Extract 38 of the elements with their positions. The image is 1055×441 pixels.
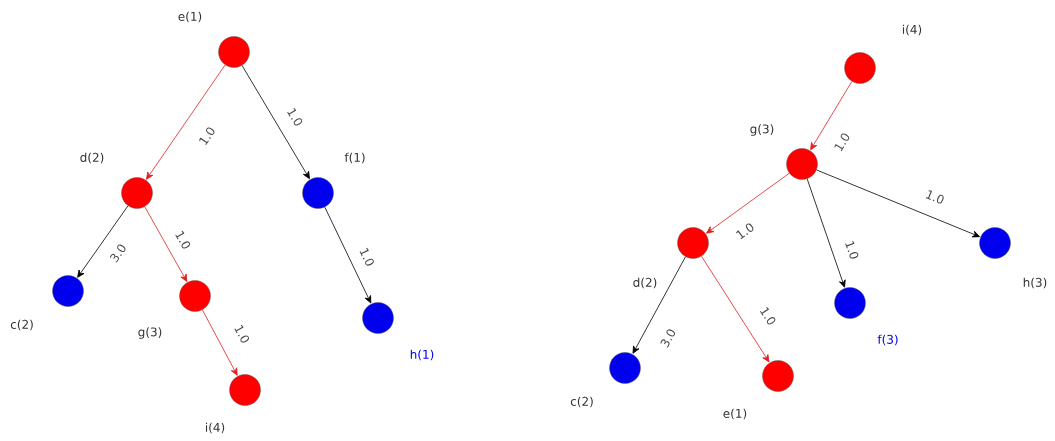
edge-label: 3.0 <box>660 329 676 348</box>
node-label: c(2) <box>10 319 33 331</box>
arrow <box>706 172 790 234</box>
edge-label: 1.0 <box>845 240 859 259</box>
edge-label: 1.0 <box>287 107 303 126</box>
arrow <box>146 64 226 180</box>
arrow <box>324 206 372 304</box>
arrow <box>806 178 846 288</box>
node-label: e(1) <box>723 408 747 420</box>
node-label: h(3) <box>1023 277 1047 289</box>
arrow <box>241 65 310 180</box>
edge-label: 1.0 <box>834 133 850 152</box>
node-label: c(2) <box>570 396 593 408</box>
node-label: f(3) <box>877 334 898 346</box>
edge-label: 1.0 <box>736 223 754 240</box>
arrow <box>77 205 129 278</box>
edge-label: 3.0 <box>109 244 126 263</box>
arrow <box>810 81 853 151</box>
node-label: h(1) <box>410 349 434 361</box>
node-label: i(4) <box>902 24 922 36</box>
node-label: d(2) <box>80 152 104 164</box>
edge-label: 1.0 <box>760 306 776 325</box>
edge-label: 1.0 <box>925 190 944 204</box>
arrow <box>816 169 980 238</box>
edge-label: 1.0 <box>359 247 374 266</box>
arrow <box>202 309 238 376</box>
node-label: g(3) <box>138 327 162 339</box>
arrow <box>144 206 188 282</box>
node-label: i(4) <box>205 422 225 434</box>
node-label: f(1) <box>344 152 365 164</box>
node-label: e(1) <box>178 11 202 23</box>
arrow <box>632 256 686 354</box>
node-label: g(3) <box>750 124 774 136</box>
arrow <box>701 255 770 363</box>
edge-label: 1.0 <box>199 127 215 146</box>
edge-label: 1.0 <box>175 230 191 249</box>
node-label: d(2) <box>633 277 657 289</box>
edge-label: 1.0 <box>234 324 250 343</box>
